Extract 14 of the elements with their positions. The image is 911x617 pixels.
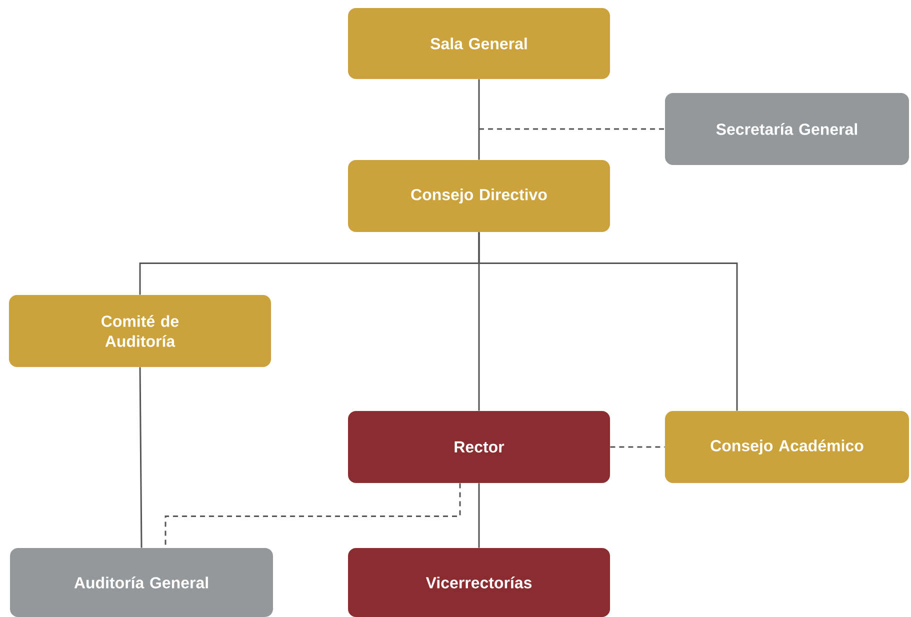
org-box: Secretaría General	[665, 93, 909, 165]
connector-line	[478, 79, 480, 160]
connector-line	[478, 232, 738, 411]
connector-line	[479, 128, 665, 130]
org-box: Vicerrectorías	[348, 548, 610, 617]
connector-line	[478, 483, 480, 548]
org-box: Consejo Directivo	[348, 160, 610, 232]
connector-line	[610, 446, 665, 448]
org-box: Comité de Auditoría	[9, 295, 271, 367]
org-box: Auditoría General	[10, 548, 273, 617]
org-box: Consejo Académico	[665, 411, 909, 483]
org-box: Sala General	[348, 8, 610, 79]
connector-line	[139, 367, 142, 548]
org-box: Rector	[348, 411, 610, 483]
